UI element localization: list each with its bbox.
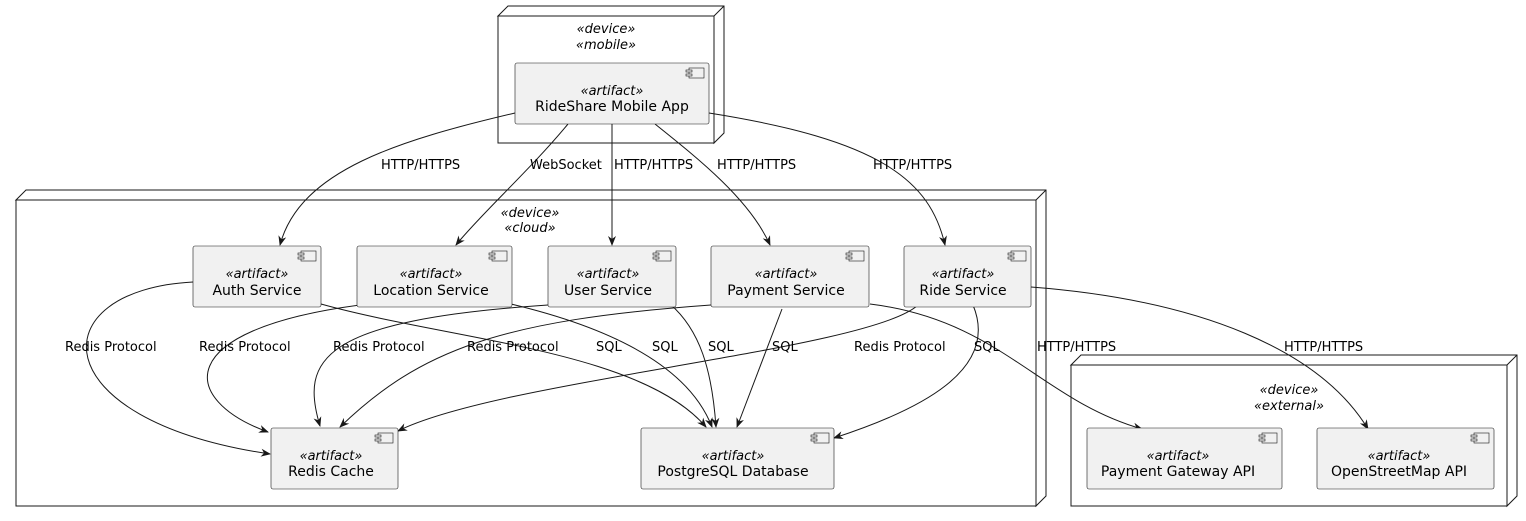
edge-app-ride xyxy=(708,112,947,246)
component-icon xyxy=(488,250,508,262)
edge-location-postgres xyxy=(510,303,713,428)
edge-label-auth-postgres: SQL xyxy=(596,340,622,355)
edge-payment-postgres xyxy=(736,308,783,428)
component-location-name: Location Service xyxy=(373,283,488,299)
edge-user-redis xyxy=(313,304,549,427)
node-external-stereotype-device: «device» xyxy=(1260,383,1319,398)
edge-label-app-location: WebSocket xyxy=(530,158,602,173)
component-ride-name: Ride Service xyxy=(919,283,1006,299)
component-icon xyxy=(810,432,830,444)
edge-ride-postgres xyxy=(833,304,979,440)
component-osm[interactable]: «artifact» OpenStreetMap API xyxy=(1316,427,1495,490)
edge-label-app-payment: HTTP/HTTPS xyxy=(717,158,796,173)
component-icon xyxy=(845,250,865,262)
component-icon xyxy=(374,432,394,444)
edge-label-app-ride: HTTP/HTTPS xyxy=(873,158,952,173)
edge-label-payment-postgres: SQL xyxy=(772,340,798,355)
edge-ride-redis xyxy=(397,304,919,432)
component-app-name: RideShare Mobile App xyxy=(535,99,689,115)
edge-auth-postgres xyxy=(320,303,707,428)
component-icon xyxy=(297,250,317,262)
component-osm-name: OpenStreetMap API xyxy=(1331,464,1467,480)
component-gateway-stereotype: «artifact» xyxy=(1147,449,1210,464)
edge-user-postgres xyxy=(669,303,720,428)
edge-auth-redis xyxy=(86,281,271,457)
edge-labels: HTTP/HTTPS WebSocket HTTP/HTTPS HTTP/HTT… xyxy=(65,158,1363,355)
node-cloud-stereotype-cloud: «cloud» xyxy=(504,221,555,236)
component-location-stereotype: «artifact» xyxy=(400,267,463,282)
component-icon xyxy=(1258,432,1278,444)
component-auth-stereotype: «artifact» xyxy=(226,267,289,282)
component-user-stereotype: «artifact» xyxy=(577,267,640,282)
edge-label-payment-gateway: HTTP/HTTPS xyxy=(1037,340,1116,355)
component-ride[interactable]: «artifact» Ride Service xyxy=(903,245,1032,308)
component-gateway[interactable]: «artifact» Payment Gateway API xyxy=(1086,427,1283,490)
node-mobile-stereotype-device: «device» xyxy=(577,22,636,37)
edge-label-ride-osm: HTTP/HTTPS xyxy=(1284,340,1363,355)
component-payment-name: Payment Service xyxy=(727,283,844,299)
component-redis-name: Redis Cache xyxy=(288,464,374,480)
edge-app-payment xyxy=(654,123,771,246)
component-app[interactable]: «artifact» RideShare Mobile App xyxy=(514,62,710,125)
edge-payment-redis xyxy=(339,304,712,428)
node-mobile-stereotype-mobile: «mobile» xyxy=(576,38,636,53)
node-external-stereotype-external: «external» xyxy=(1254,399,1324,414)
edge-label-app-auth: HTTP/HTTPS xyxy=(381,158,460,173)
component-payment-stereotype: «artifact» xyxy=(755,267,818,282)
edge-payment-gateway xyxy=(869,303,1143,431)
edge-location-redis xyxy=(206,304,361,433)
component-postgres-name: PostgreSQL Database xyxy=(657,464,808,480)
edge-app-location xyxy=(455,123,569,246)
component-postgres-stereotype: «artifact» xyxy=(702,449,765,464)
edge-label-location-postgres: SQL xyxy=(652,340,678,355)
component-redis[interactable]: «artifact» Redis Cache xyxy=(270,427,399,490)
component-user[interactable]: «artifact» User Service xyxy=(547,245,677,308)
edge-label-payment-redis: Redis Protocol xyxy=(467,340,559,355)
component-gateway-name: Payment Gateway API xyxy=(1101,464,1255,480)
component-location[interactable]: «artifact» Location Service xyxy=(356,245,513,308)
edge-label-auth-redis: Redis Protocol xyxy=(65,340,157,355)
component-redis-stereotype: «artifact» xyxy=(300,449,363,464)
edge-label-app-user: HTTP/HTTPS xyxy=(614,158,693,173)
component-icon xyxy=(652,250,672,262)
component-user-name: User Service xyxy=(564,283,652,299)
component-postgres[interactable]: «artifact» PostgreSQL Database xyxy=(640,427,835,490)
node-cloud-stereotype-device: «device» xyxy=(501,206,560,221)
edge-ride-osm xyxy=(1030,286,1369,430)
component-osm-stereotype: «artifact» xyxy=(1368,449,1431,464)
component-auth[interactable]: «artifact» Auth Service xyxy=(192,245,322,308)
edge-label-user-postgres: SQL xyxy=(708,340,734,355)
edges xyxy=(86,112,1369,457)
component-payment[interactable]: «artifact» Payment Service xyxy=(710,245,870,308)
component-icon xyxy=(685,67,705,79)
edge-label-location-redis: Redis Protocol xyxy=(199,340,291,355)
component-auth-name: Auth Service xyxy=(212,283,301,299)
component-ride-stereotype: «artifact» xyxy=(932,267,995,282)
edge-app-auth xyxy=(278,112,516,246)
component-app-stereotype: «artifact» xyxy=(581,84,644,99)
edge-label-ride-redis: Redis Protocol xyxy=(854,340,946,355)
component-icon xyxy=(1470,432,1490,444)
edge-label-user-redis: Redis Protocol xyxy=(333,340,425,355)
edge-label-ride-postgres: SQL xyxy=(974,340,1000,355)
component-icon xyxy=(1007,250,1027,262)
